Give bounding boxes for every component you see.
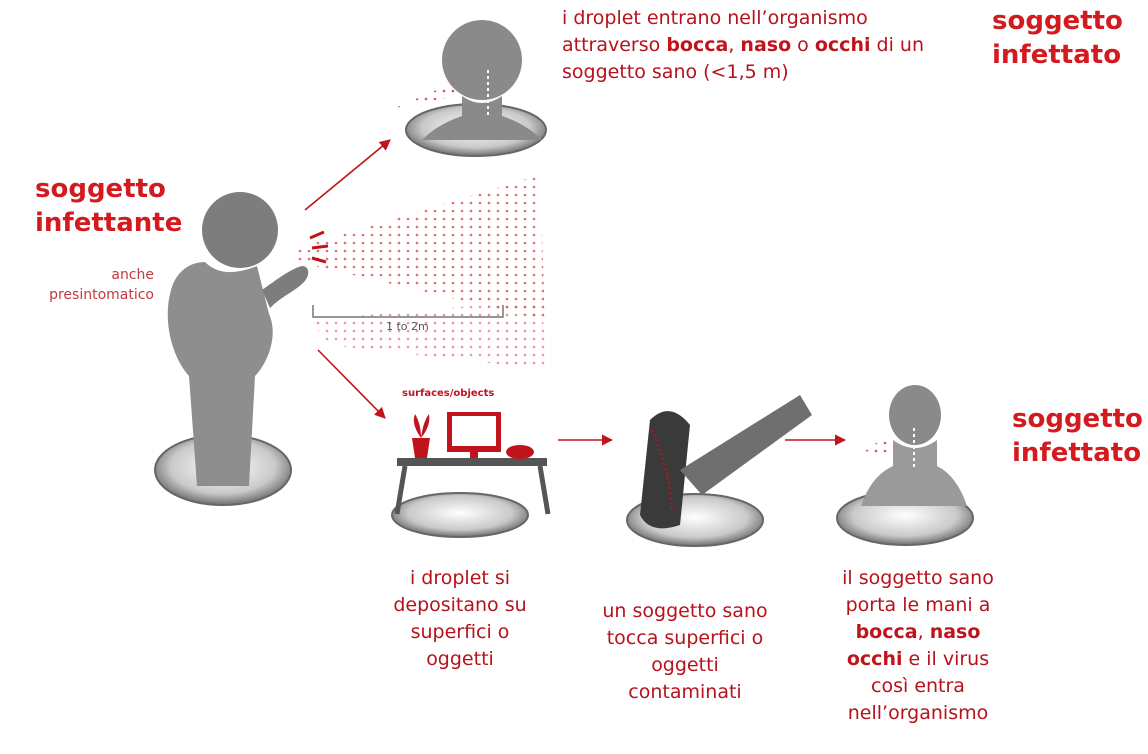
step2-line3: oggetti — [651, 654, 719, 676]
direct-or: o — [791, 34, 815, 56]
surfaces-label: surfaces/objects — [402, 388, 495, 399]
distance-label: 1 to 2m — [386, 320, 429, 333]
arrow-to-direct — [304, 139, 391, 211]
direct-text: attraverso — [562, 34, 667, 56]
infected-right-line1: soggetto — [1012, 404, 1143, 434]
infecting-title-line1: soggetto — [35, 174, 166, 204]
step3-nose: naso — [929, 621, 981, 643]
direct-caption: i droplet entrano nell’organismo attrave… — [562, 5, 982, 86]
step2-line1: un soggetto sano — [602, 600, 768, 622]
step2-caption: un soggetto sano tocca superfici o ogget… — [575, 598, 795, 706]
infected-head-top — [395, 20, 547, 157]
step3-line6: nell’organismo — [847, 702, 989, 724]
step2-line2: tocca superfici o — [606, 627, 764, 649]
step1-line3: superfici o — [410, 621, 510, 643]
distance-bracket — [312, 305, 504, 318]
infecting-title: soggetto infettante — [35, 172, 182, 240]
step3-tail: e il virus — [902, 648, 990, 670]
step3-line3: bocca, naso — [818, 619, 1018, 646]
infecting-note-line2: presintomatico — [49, 287, 154, 303]
step1-line4: oggetti — [426, 648, 494, 670]
infected-top-title: soggetto infettato — [992, 4, 1123, 72]
direct-line2: attraverso bocca, naso o occhi di un — [562, 32, 982, 59]
direct-mouth: bocca — [666, 34, 729, 56]
step3-line4: occhi e il virus — [818, 646, 1018, 673]
direct-sep: , — [728, 34, 741, 56]
direct-line3: soggetto sano (<1,5 m) — [562, 61, 789, 83]
step2-line4: contaminati — [628, 681, 742, 703]
hand-touching — [626, 395, 812, 547]
step3-line2: porta le mani a — [845, 594, 991, 616]
arrow-to-surfaces — [317, 349, 386, 419]
infecting-person-figure — [154, 192, 309, 506]
infecting-note: anche presintomatico — [30, 265, 154, 305]
droplet-spray — [298, 175, 550, 370]
desk-surfaces — [391, 412, 551, 538]
infected-right-line2: infettato — [1012, 438, 1142, 468]
direct-tail: di un — [870, 34, 924, 56]
step3-mouth: bocca — [855, 621, 918, 643]
step3-line1: il soggetto sano — [842, 567, 994, 589]
step1-line2: depositano su — [393, 594, 527, 616]
step3-caption: il soggetto sano porta le mani a bocca, … — [818, 565, 1018, 727]
direct-eyes: occhi — [814, 34, 871, 56]
infected-woman — [836, 385, 974, 546]
infected-right-title: soggetto infettato — [1012, 402, 1143, 470]
infected-top-line2: infettato — [992, 40, 1122, 70]
step1-caption: i droplet si depositano su superfici o o… — [380, 565, 540, 673]
step3-eyes: occhi — [846, 648, 903, 670]
direct-nose: naso — [740, 34, 792, 56]
infecting-title-line2: infettante — [35, 208, 183, 238]
infected-top-line1: soggetto — [992, 6, 1123, 36]
direct-line1: i droplet entrano nell’organismo — [562, 7, 868, 29]
step3-sep: , — [917, 621, 930, 643]
step1-line1: i droplet si — [409, 567, 511, 589]
step3-line5: così entra — [871, 675, 965, 697]
infecting-note-line1: anche — [111, 267, 154, 283]
